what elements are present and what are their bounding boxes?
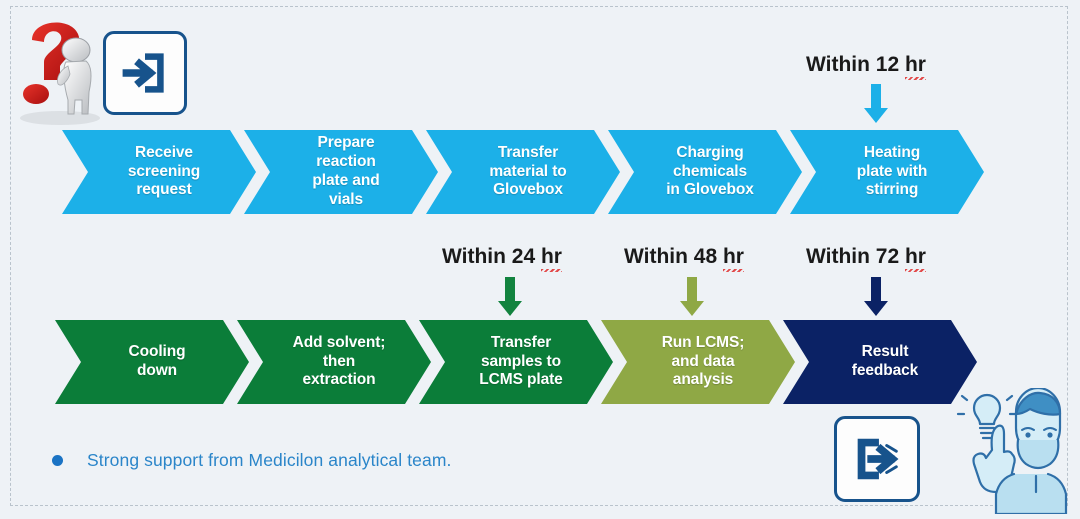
step-label: Transfer material to Glovebox (489, 143, 567, 199)
timing-label-72hr: Within 72 hr (806, 245, 926, 272)
export-arrow-icon[interactable] (834, 416, 920, 502)
step-charging-chemicals-glovebox[interactable]: Charging chemicals in Glovebox (608, 130, 802, 214)
timing-label-prefix: Within 12 (806, 53, 905, 76)
step-receive-screening-request[interactable]: Receive screening request (62, 130, 256, 214)
footnote-text: Strong support from Medicilon analytical… (87, 450, 452, 470)
step-label: Prepare reaction plate and vials (312, 134, 380, 208)
step-result-feedback[interactable]: Result feedback (783, 320, 977, 404)
screening-workflow-top: Receive screening request Prepare reacti… (0, 130, 1080, 214)
step-label: Charging chemicals in Glovebox (666, 143, 754, 199)
step-label: Receive screening request (127, 143, 201, 199)
arrow-down-12hr (864, 84, 888, 123)
step-label: Run LCMS; and data analysis (661, 333, 745, 389)
timing-label-unit: hr (722, 245, 744, 272)
timing-label-unit: hr (540, 245, 562, 272)
timing-label-unit: hr (904, 53, 926, 80)
person-idea-lightbulb-icon (952, 386, 1074, 516)
step-add-solvent-extraction[interactable]: Add solvent; then extraction (237, 320, 431, 404)
timing-label-unit: hr (904, 245, 926, 272)
bullet-dot-icon (52, 455, 63, 466)
timing-label-prefix: Within 24 (442, 245, 541, 268)
timing-label-prefix: Within 72 (806, 245, 905, 268)
step-run-lcms-data-analysis[interactable]: Run LCMS; and data analysis (601, 320, 795, 404)
step-heating-plate-stirring[interactable]: Heating plate with stirring (790, 130, 984, 214)
footnote-row: Strong support from Medicilon analytical… (52, 450, 452, 471)
timing-label-12hr: Within 12 hr (806, 53, 926, 80)
step-label: Add solvent; then extraction (292, 333, 386, 389)
step-cooling-down[interactable]: Cooling down (55, 320, 249, 404)
step-label: Cooling down (128, 343, 186, 379)
timing-label-prefix: Within 48 (624, 245, 723, 268)
step-label: Heating plate with stirring (856, 143, 928, 199)
arrow-down-48hr (680, 277, 704, 316)
screening-workflow-bottom: Cooling down Add solvent; then extractio… (0, 320, 1080, 404)
login-arrow-icon[interactable] (103, 31, 187, 115)
step-label: Transfer samples to LCMS plate (479, 333, 563, 389)
timing-label-24hr: Within 24 hr (442, 245, 562, 272)
arrow-down-24hr (498, 277, 522, 316)
question-mark-figure-icon (12, 8, 104, 126)
arrow-down-72hr (864, 277, 888, 316)
step-label: Result feedback (851, 343, 919, 379)
step-transfer-material-glovebox[interactable]: Transfer material to Glovebox (426, 130, 620, 214)
timing-label-48hr: Within 48 hr (624, 245, 744, 272)
step-transfer-samples-lcms-plate[interactable]: Transfer samples to LCMS plate (419, 320, 613, 404)
step-prepare-reaction-plate[interactable]: Prepare reaction plate and vials (244, 130, 438, 214)
